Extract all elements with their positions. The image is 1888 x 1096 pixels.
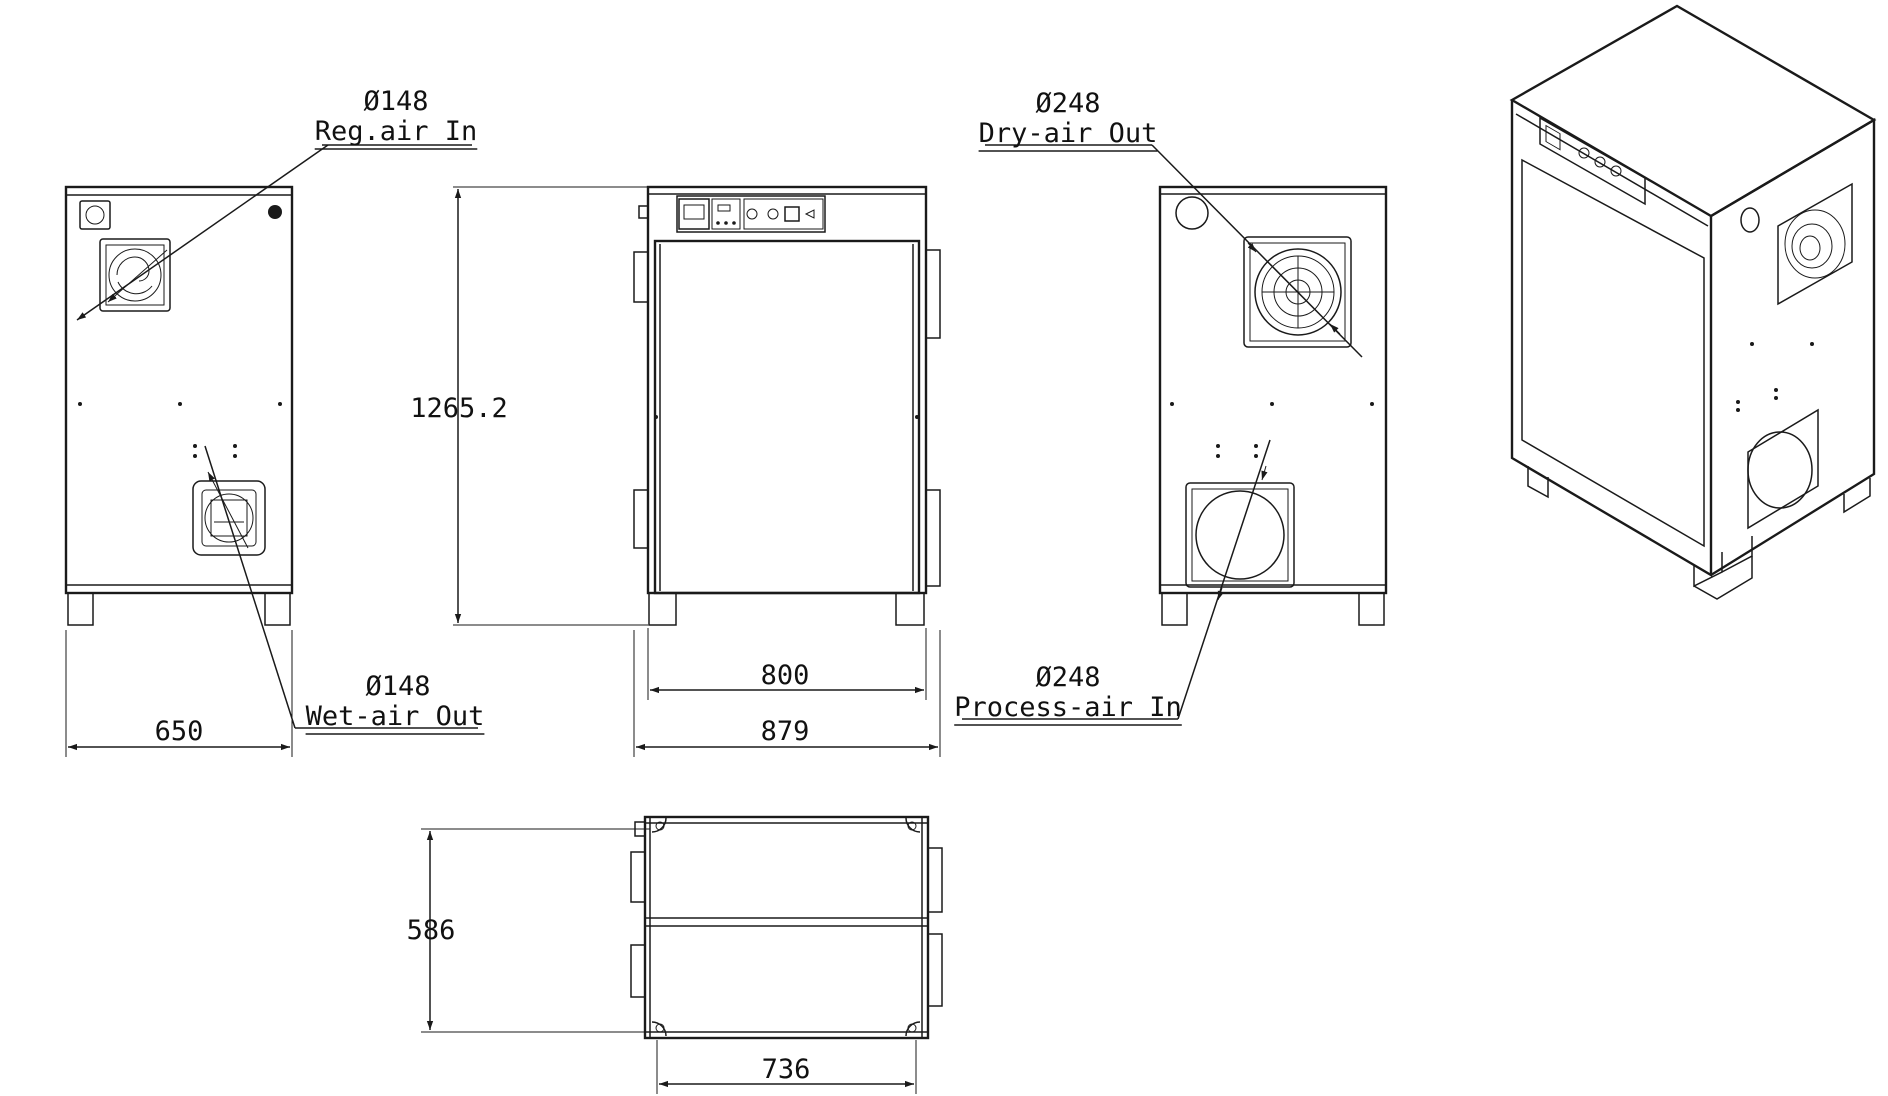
top-view [421,815,943,1094]
front-view [453,185,941,757]
reg-air-label: Reg.air In [315,116,478,147]
wet-air-diameter: Ø148 [365,671,430,702]
reg-air-diameter: Ø148 [363,86,428,117]
left-side-view [64,144,478,757]
wet-air-label: Wet-air Out [306,701,485,732]
dim-body-width: 800 [761,660,810,691]
right-side-view [962,144,1388,720]
labels: Ø148 Reg.air In Ø248 Dry-air Out Ø148 We… [155,86,1182,1085]
dim-side-width: 650 [155,716,204,747]
isometric-view [1509,4,1877,600]
dim-depth: 586 [407,915,456,946]
dim-height: 1265.2 [410,393,508,424]
dry-air-diameter: Ø248 [1035,88,1100,119]
dim-top-width: 736 [762,1054,811,1085]
process-air-label: Process-air In [954,692,1182,723]
dry-air-label: Dry-air Out [979,118,1158,149]
process-air-diameter: Ø248 [1035,662,1100,693]
dim-overall-width: 879 [761,716,810,747]
